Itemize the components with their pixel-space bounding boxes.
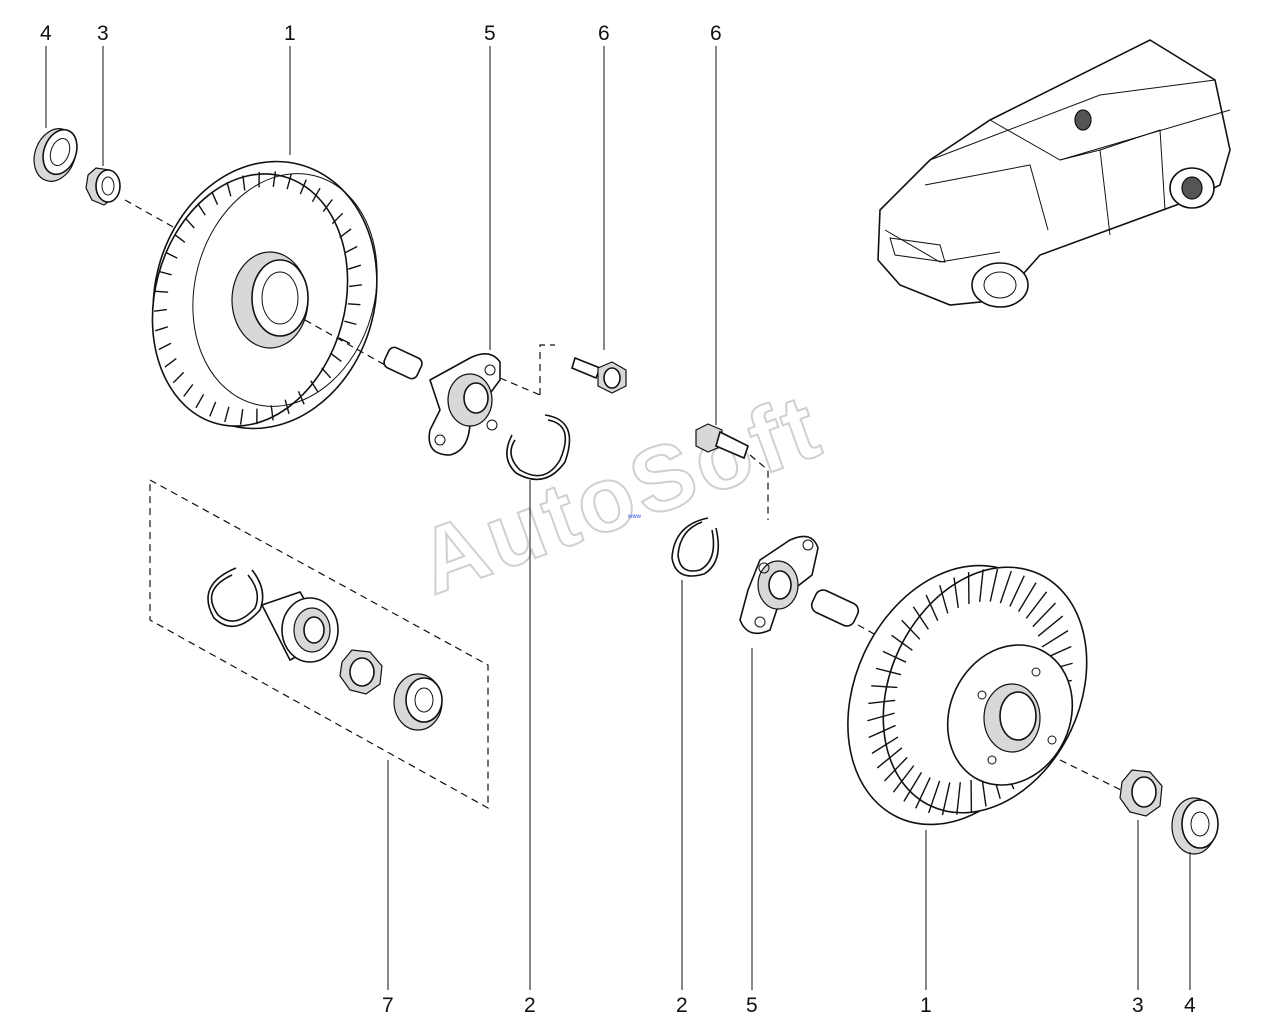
drum-fin	[226, 181, 232, 197]
drum-fin	[1025, 591, 1048, 619]
drum-fin	[165, 251, 178, 259]
drum-fin	[347, 303, 361, 306]
drum-fin	[242, 175, 246, 191]
right-grease-cap	[1171, 797, 1219, 855]
callout-left-circlip: 2	[524, 994, 536, 1017]
drum-fin	[953, 577, 959, 608]
drum-fin	[883, 756, 908, 782]
bearing-kit-group	[149, 478, 489, 810]
drum-fin	[174, 234, 186, 243]
drum-fin	[159, 270, 172, 276]
left-grease-cap	[33, 128, 78, 182]
drum-fin	[928, 780, 941, 814]
drum-fin	[155, 290, 169, 293]
right-hub-nut	[1119, 769, 1163, 817]
drum-fin	[286, 173, 292, 190]
callout-right-drum: 1	[920, 994, 932, 1017]
drum-fin	[330, 353, 342, 362]
drum-fin	[1032, 602, 1057, 628]
drum-fin	[270, 405, 274, 421]
drum-fin	[978, 569, 984, 602]
leader-lines	[45, 46, 1191, 990]
drum-fin	[875, 667, 902, 676]
callout-left-nut: 3	[97, 22, 109, 45]
callout-bearing-kit: 7	[382, 994, 394, 1017]
drum-fin	[195, 393, 205, 409]
drum-fin	[892, 765, 915, 793]
drum-fin	[321, 367, 332, 379]
vehicle-locator-illustration	[877, 39, 1231, 308]
right-hub-bolt	[695, 423, 749, 460]
drum-fin	[224, 406, 230, 423]
callout-left-drum: 1	[284, 22, 296, 45]
drum-fin	[882, 650, 907, 663]
callout-right-cap: 4	[1184, 994, 1196, 1017]
left-circlip	[506, 414, 571, 481]
drum-fin	[183, 384, 194, 397]
drum-fin	[154, 326, 168, 332]
drum-fin	[348, 264, 362, 270]
drum-fin	[164, 358, 177, 368]
callout-left-bolt: 6	[598, 22, 610, 45]
drum-fin	[1041, 630, 1069, 648]
drum-fin	[941, 782, 951, 816]
callout-right-nut: 3	[1132, 994, 1144, 1017]
drum-fin	[999, 570, 1012, 604]
drum-fin	[344, 320, 357, 326]
left-brake-drum	[151, 160, 378, 430]
drum-fin	[868, 724, 896, 739]
left-hub-flange	[383, 346, 501, 456]
callout-left-hub: 5	[484, 22, 496, 45]
drum-fin	[172, 371, 185, 384]
right-hub-flange	[739, 535, 860, 635]
drum-fin	[154, 308, 167, 312]
drum-fin	[209, 401, 217, 417]
tiny-tag: www	[627, 514, 642, 520]
drum-fin	[925, 594, 939, 621]
drum-fin	[956, 782, 962, 815]
drum-fin	[322, 199, 333, 212]
callout-left-cap: 4	[40, 22, 52, 45]
drum-fin	[184, 217, 195, 229]
drum-fin	[915, 777, 931, 809]
drum-fin	[297, 391, 305, 405]
drum-fin	[331, 212, 344, 225]
drum-fin	[939, 584, 949, 614]
drum-fin	[299, 179, 307, 195]
drum-fin	[339, 228, 352, 238]
callout-right-bolt: 6	[710, 22, 722, 45]
drum-fin	[901, 619, 921, 640]
drum-fin	[344, 245, 358, 254]
drum-fin	[891, 634, 913, 651]
right-circlip	[671, 517, 720, 577]
callout-right-circlip: 2	[676, 994, 688, 1017]
drum-fin	[912, 606, 929, 630]
drum-fin	[871, 685, 898, 689]
drum-fin	[158, 342, 172, 351]
drum-fin	[871, 736, 899, 754]
drum-fin	[868, 699, 896, 705]
left-hub-nut	[85, 167, 121, 206]
drum-fin	[311, 187, 321, 203]
right-brake-drum	[847, 564, 1088, 826]
drum-fin	[903, 772, 923, 802]
drum-fin	[284, 399, 290, 415]
drum-fin	[867, 712, 895, 722]
left-hub-bolt	[571, 356, 627, 394]
drum-fin	[310, 380, 319, 393]
drum-fin	[197, 203, 206, 216]
drum-fin	[876, 747, 903, 769]
drum-fin	[1037, 615, 1064, 637]
drum-fin	[239, 409, 244, 425]
drum-fin	[211, 191, 219, 205]
drum-fin	[272, 171, 277, 187]
callout-right-hub: 5	[746, 994, 758, 1017]
drum-fin	[1009, 575, 1025, 607]
drum-fin	[338, 337, 351, 345]
drum-fin	[349, 284, 362, 288]
drum-fin	[1017, 582, 1037, 612]
drum-fin	[989, 568, 999, 602]
